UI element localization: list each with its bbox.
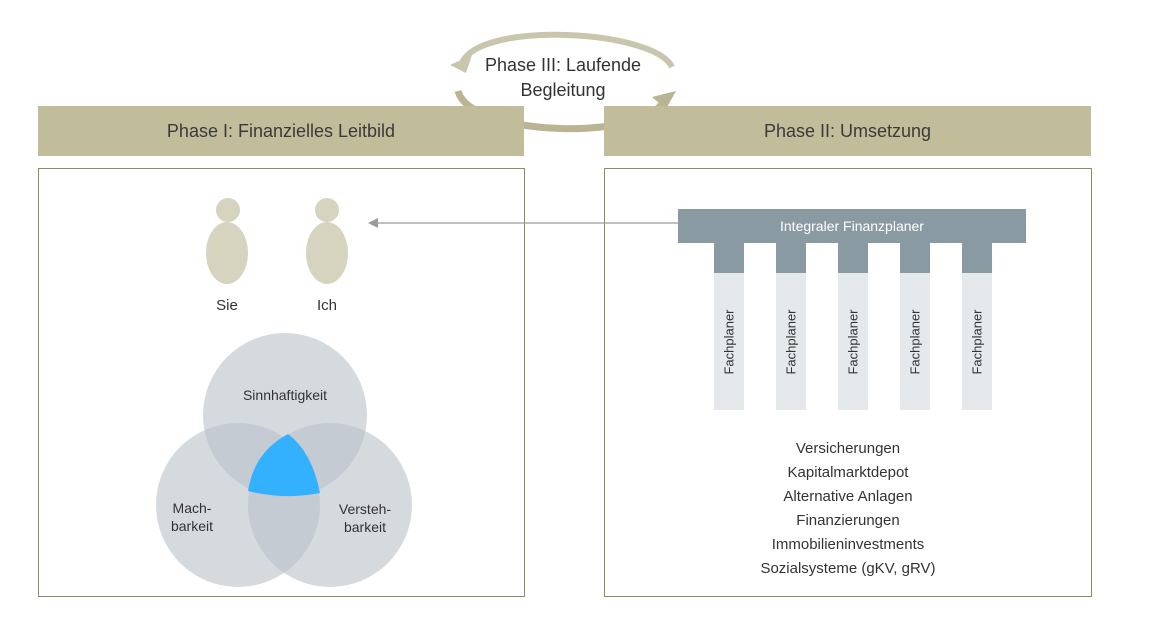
cycle-arrow-top bbox=[459, 31, 675, 69]
pillar-4: Fachplaner bbox=[900, 273, 930, 410]
pillar-3: Fachplaner bbox=[838, 273, 868, 410]
phase3-title: Phase III: Laufende Begleitung bbox=[484, 55, 642, 100]
venn-label-right-line2: barkeit bbox=[343, 519, 387, 535]
pillar-1: Fachplaner bbox=[714, 273, 744, 410]
cycle-arrowhead-top bbox=[450, 55, 472, 73]
venn-diagram bbox=[156, 333, 412, 587]
venn-label-top: Sinnhaftigkeit bbox=[242, 387, 328, 403]
connector-arrow bbox=[368, 218, 678, 228]
person-sie-label: Sie bbox=[216, 297, 238, 314]
venn-label-left-line2: barkeit bbox=[170, 518, 214, 534]
phase1-box bbox=[38, 168, 525, 597]
person-sie-icon bbox=[206, 198, 248, 284]
pillar-cap-4 bbox=[900, 243, 930, 273]
pillar-cap-5 bbox=[962, 243, 992, 273]
pillar-5: Fachplaner bbox=[962, 273, 992, 410]
integral-planner-bar: Integraler Finanzplaner bbox=[678, 209, 1026, 243]
person-ich-icon bbox=[306, 198, 348, 284]
pillar-2-label: Fachplaner bbox=[783, 308, 799, 375]
person-ich-label: Ich bbox=[316, 297, 337, 314]
phase2-box bbox=[604, 168, 1092, 597]
sector-item: Versicherungen bbox=[795, 440, 901, 457]
pillar-4-label: Fachplaner bbox=[907, 308, 923, 375]
sector-item: Finanzierungen bbox=[796, 512, 900, 529]
venn-label-left: Mach- barkeit bbox=[160, 499, 224, 535]
phase1-title: Phase I: Finanzielles Leitbild bbox=[166, 120, 396, 141]
integral-planner-label: Integraler Finanzplaner bbox=[780, 218, 924, 234]
venn-label-right-line1: Versteh- bbox=[338, 501, 392, 517]
sector-list: Versicherungen Kapitalmarktdepot Alterna… bbox=[720, 437, 976, 581]
pillar-cap-3 bbox=[838, 243, 868, 273]
venn-center-intersection bbox=[248, 434, 320, 497]
pillar-cap-2 bbox=[776, 243, 806, 273]
pillar-2: Fachplaner bbox=[776, 273, 806, 410]
sector-item: Alternative Anlagen bbox=[783, 488, 913, 505]
phase1-header: Phase I: Finanzielles Leitbild bbox=[38, 106, 524, 156]
pillar-5-label: Fachplaner bbox=[969, 308, 985, 375]
phase2-header: Phase II: Umsetzung bbox=[604, 106, 1091, 156]
venn-label-right: Versteh- barkeit bbox=[330, 500, 400, 536]
sector-item: Kapitalmarktdepot bbox=[787, 464, 909, 481]
venn-label-left-line1: Mach- bbox=[172, 500, 212, 516]
phase2-title: Phase II: Umsetzung bbox=[763, 120, 932, 141]
cycle-arrowhead-bottom bbox=[652, 91, 676, 109]
pillar-cap-1 bbox=[714, 243, 744, 273]
sector-item: Sozialsysteme (gKV, gRV) bbox=[760, 560, 936, 577]
pillar-1-label: Fachplaner bbox=[721, 308, 737, 375]
sector-item: Immobilieninvestments bbox=[771, 536, 925, 553]
pillar-3-label: Fachplaner bbox=[845, 308, 861, 375]
